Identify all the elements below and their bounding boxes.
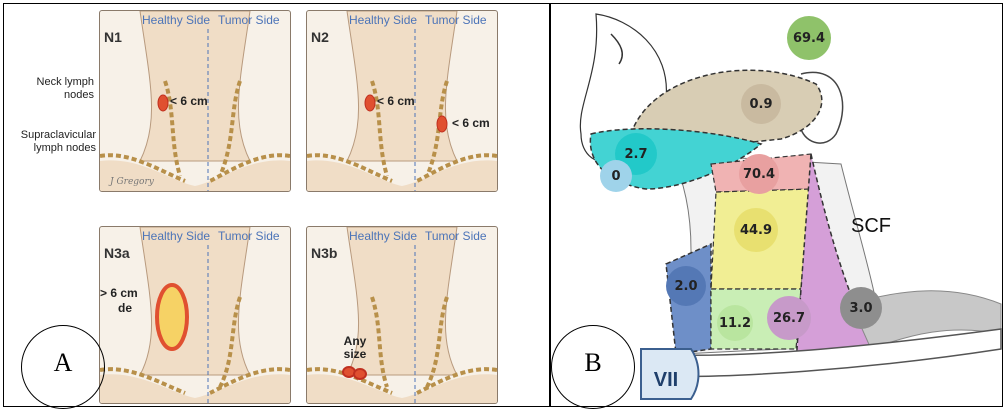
region-value-70-4: 70.4 xyxy=(739,154,779,194)
stage-code: N3b xyxy=(311,245,337,261)
scf-label: SCF xyxy=(851,215,891,237)
svg-text:70.4: 70.4 xyxy=(743,167,775,182)
tumor-side-label: Tumor Side xyxy=(425,229,487,243)
node-size-label-right: < 6 cm xyxy=(452,117,490,130)
stage-n3a-illustration: Healthy Side Tumor Side N3a > 6 cm de xyxy=(99,226,291,404)
node-size-label-left: < 6 cm xyxy=(377,95,415,108)
region-value-26-7: 26.7 xyxy=(767,296,811,340)
panel-b-letter-circle: B xyxy=(551,325,635,409)
panel-b: VII SCF 69.4 0.9 2.7 0 70.4 44.9 xyxy=(550,3,1003,407)
healthy-side-label: Healthy Side xyxy=(142,13,210,27)
region-value-2-0: 2.0 xyxy=(666,266,706,306)
healthy-side-label: Healthy Side xyxy=(349,13,417,27)
node-size-label: < 6 cm xyxy=(170,95,208,108)
region-value-69-4: 69.4 xyxy=(787,16,831,60)
svg-text:26.7: 26.7 xyxy=(773,311,805,326)
region-value-11-2: 11.2 xyxy=(717,305,753,341)
region-value-44-9: 44.9 xyxy=(734,208,778,252)
node-size-label: > 6 cm xyxy=(100,287,138,300)
vii-label: VII xyxy=(654,369,678,391)
stage-n3b-illustration: Healthy Side Tumor Side N3b Any size xyxy=(306,226,498,404)
stage-code: N3a xyxy=(104,245,130,261)
panel-b-letter: B xyxy=(552,348,634,378)
stage-n2-illustration: Healthy Side Tumor Side N2 < 6 cm < 6 cm xyxy=(306,10,498,192)
node-size-label: Any size xyxy=(335,335,375,361)
svg-text:2.0: 2.0 xyxy=(674,279,697,294)
svg-text:0: 0 xyxy=(611,169,620,184)
panel-a-letter-circle: A xyxy=(21,325,105,409)
stage-code: N1 xyxy=(104,29,122,45)
tumor-side-label: Tumor Side xyxy=(425,13,487,27)
region-value-3-0: 3.0 xyxy=(840,287,882,329)
panel-a-letter: A xyxy=(22,348,104,378)
svg-text:11.2: 11.2 xyxy=(719,316,751,331)
region-value-0: 0 xyxy=(600,160,632,192)
signature: J Gregory xyxy=(110,177,154,187)
node-size-label-suffix: de xyxy=(118,302,132,315)
neck-nodes-annotation: Neck lymph nodes xyxy=(14,76,94,102)
stage-code: N2 xyxy=(311,29,329,45)
stage-n1-illustration: Healthy Side Tumor Side N1 < 6 cm J Greg… xyxy=(99,10,291,192)
svg-text:0.9: 0.9 xyxy=(749,97,772,112)
panel-a: Healthy Side Tumor Side N1 < 6 cm J Greg… xyxy=(3,3,550,407)
svg-text:3.0: 3.0 xyxy=(849,301,872,316)
tumor-side-label: Tumor Side xyxy=(218,13,280,27)
region-value-0-9: 0.9 xyxy=(741,84,781,124)
healthy-side-label: Healthy Side xyxy=(142,229,210,243)
svg-text:69.4: 69.4 xyxy=(793,31,825,46)
svg-text:2.7: 2.7 xyxy=(624,147,647,162)
healthy-side-label: Healthy Side xyxy=(349,229,417,243)
supraclavicular-nodes-annotation: Supraclavicular lymph nodes xyxy=(4,129,96,155)
tumor-side-label: Tumor Side xyxy=(218,229,280,243)
svg-text:44.9: 44.9 xyxy=(740,223,772,238)
